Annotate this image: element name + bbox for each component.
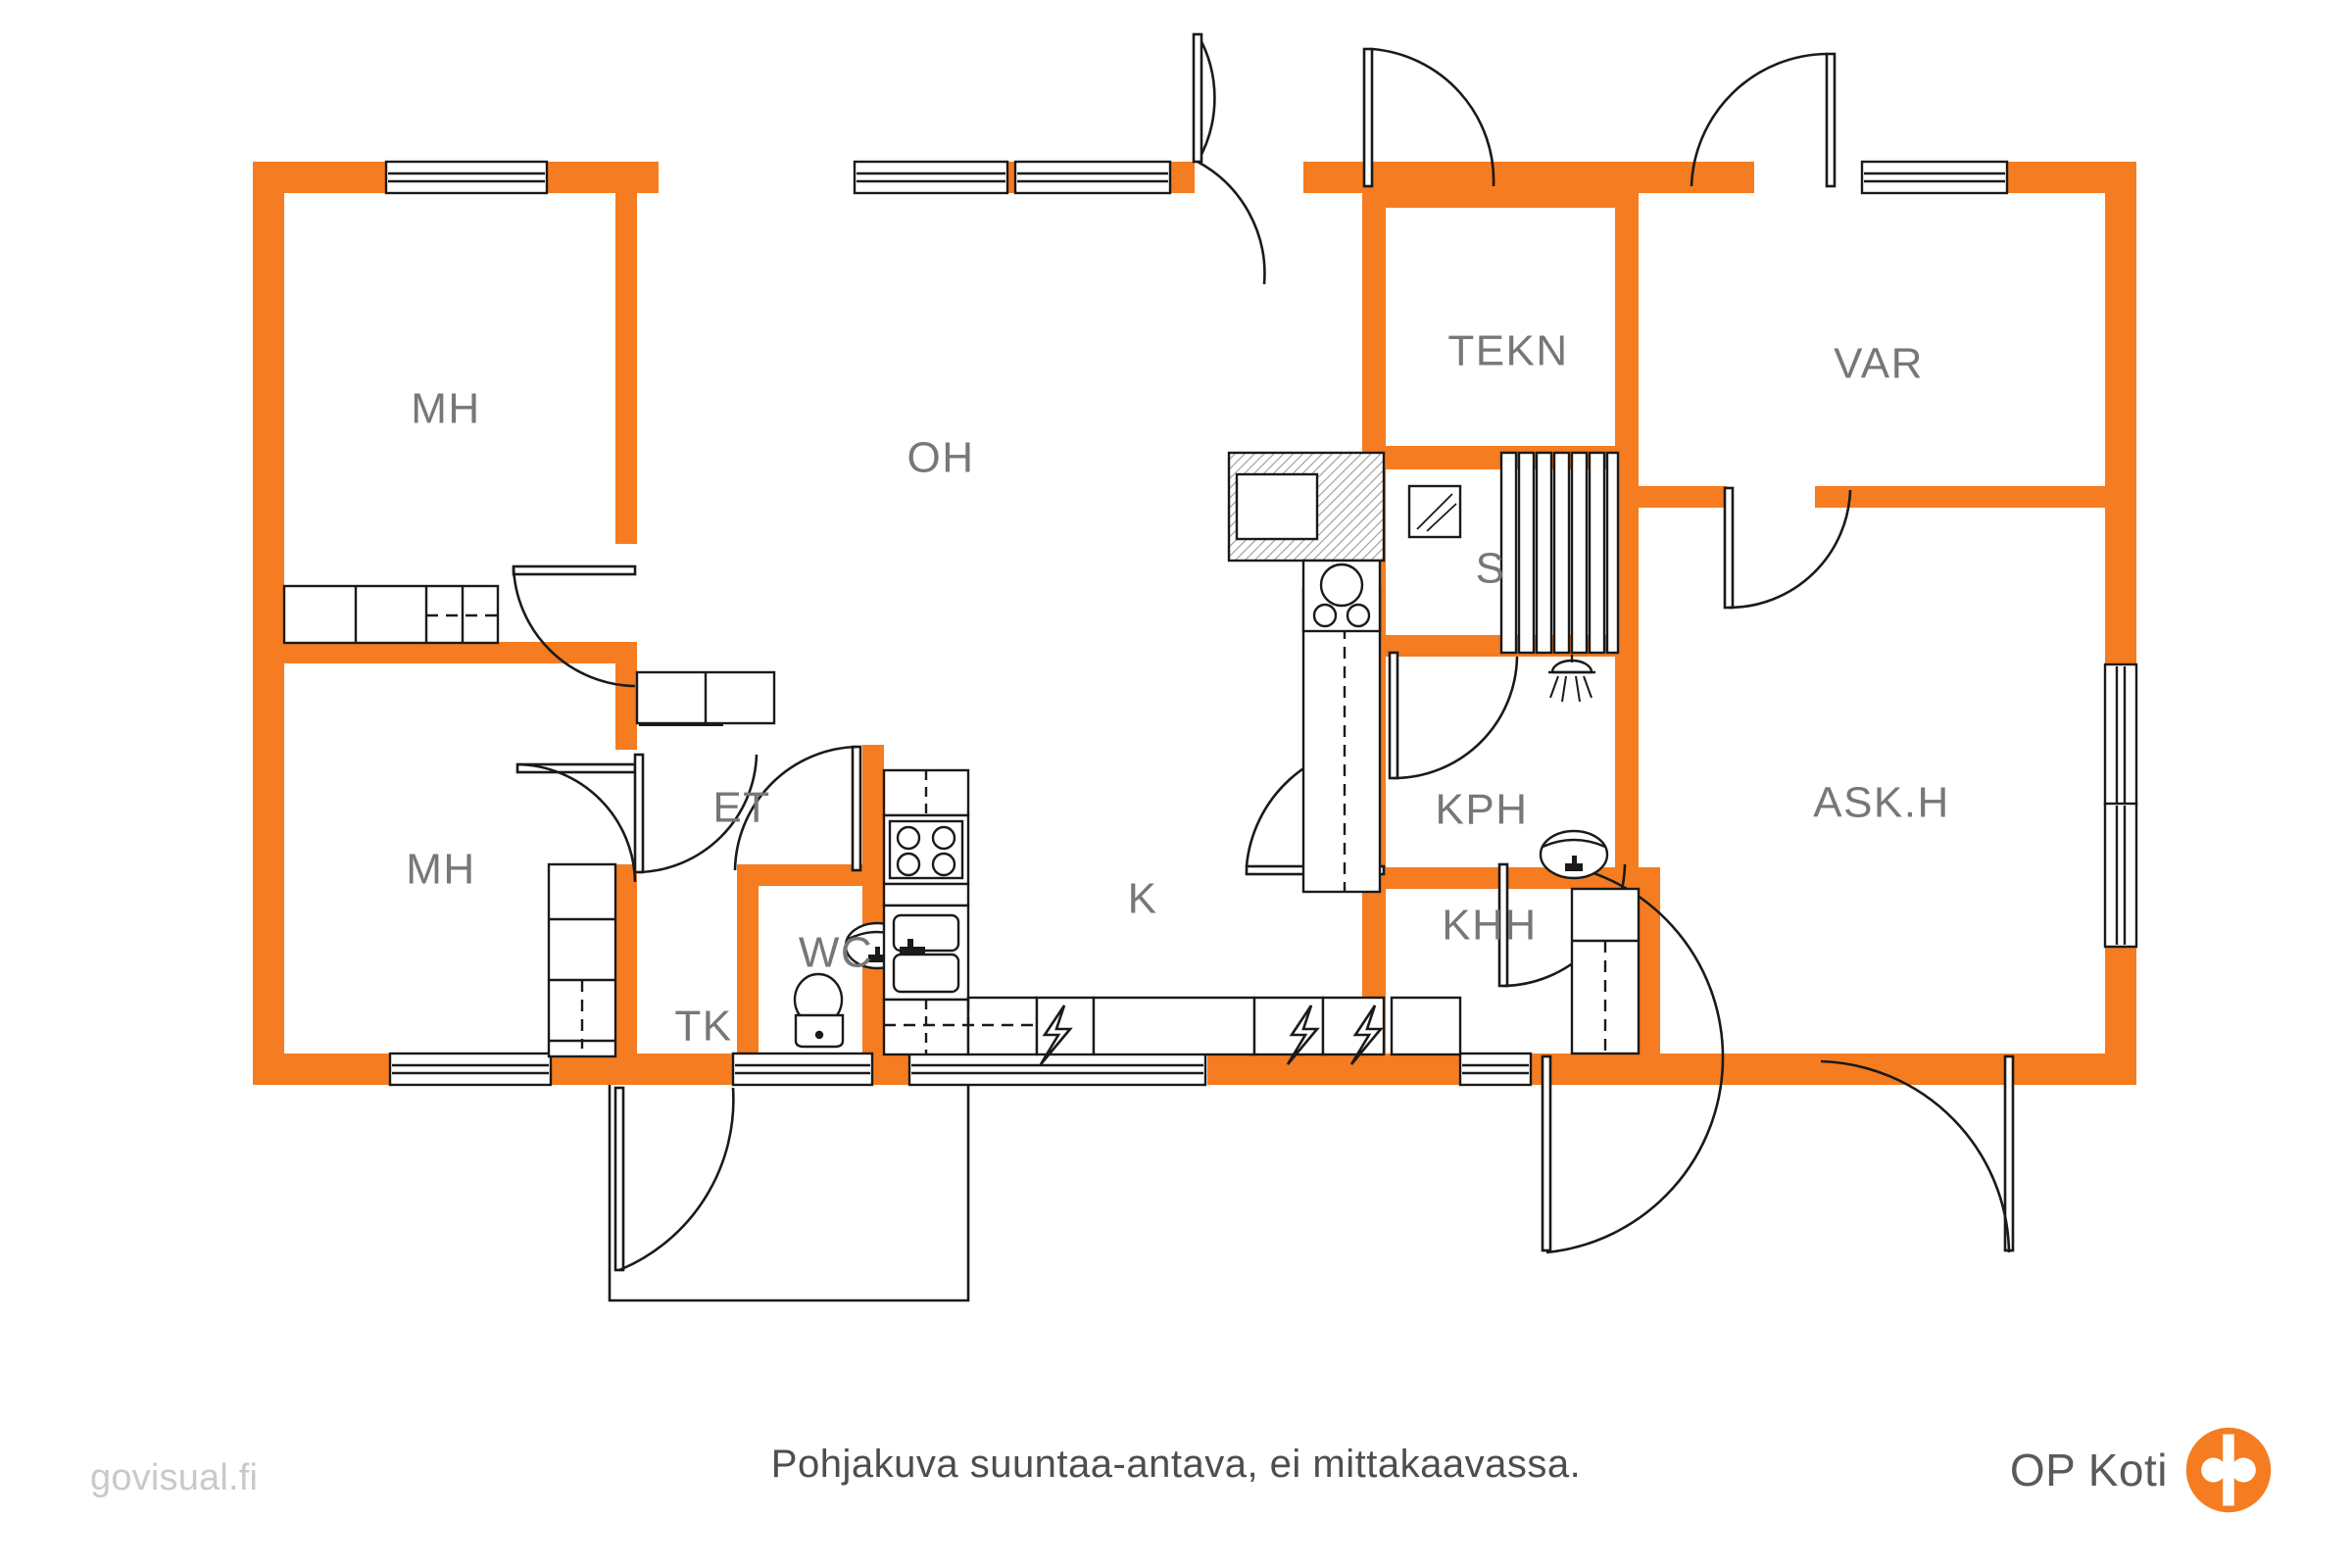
window-top-3: [1013, 160, 1172, 195]
stove-cooktop: [882, 813, 970, 886]
fireplace-hearth: [1227, 451, 1386, 563]
kitchen-counter-lower-left: [882, 998, 970, 1056]
porch-outline: [608, 1085, 970, 1302]
door-wc: [733, 745, 862, 872]
fridge-column: [1301, 586, 1382, 894]
door-tk: [633, 753, 759, 874]
plan-caption: Pohjakuva suuntaa-antava, ei mittakaavas…: [770, 1443, 1582, 1486]
cabinet-khh: [1570, 887, 1641, 1055]
fixture-group: [282, 451, 1641, 1065]
wardrobe-mh-bottom: [547, 862, 617, 1058]
room-label-mh-bottom: MH: [406, 846, 475, 894]
brand-name: OP Koti: [2009, 1445, 2168, 1495]
room-label-tekn: TEKN: [1447, 327, 1568, 375]
room-label-oh: OH: [907, 434, 975, 482]
room-label-askh: ASK.H: [1813, 779, 1950, 827]
window-bottom-3: [907, 1052, 1207, 1087]
window-right-2: [2103, 802, 2138, 949]
kitchen-sink: [882, 904, 970, 1002]
door-sauna: [1388, 651, 1519, 780]
room-label-k: K: [1128, 875, 1158, 923]
cabinet-et: [635, 670, 776, 726]
window-top-2: [853, 160, 1009, 195]
door-oh-top: [1192, 32, 1266, 285]
window-top-4: [1860, 160, 2009, 195]
shower-head-icon: [1548, 655, 1595, 703]
door-front-entry: [613, 1086, 735, 1272]
room-label-khh: KHH: [1442, 902, 1537, 950]
window-bottom-4: [1458, 1052, 1533, 1087]
brand-op-koti: OP Koti: [2010, 1423, 2276, 1517]
door-var-askh: [1723, 486, 1852, 610]
hearth-hob: [1301, 559, 1382, 633]
window-group: [384, 160, 2138, 1087]
room-label-et: ET: [712, 784, 770, 832]
door-group: [512, 32, 2015, 1272]
window-bottom-2: [731, 1052, 874, 1087]
watermark-govisual: govisual.fi: [90, 1457, 259, 1498]
room-label-var: VAR: [1834, 340, 1924, 388]
door-tekn-top: [1362, 47, 1495, 188]
kitchen-tall-cabinet: [882, 768, 970, 817]
room-label-group: MH MH OH ET TK WC K TEKN S KPH KHH VAR A…: [406, 327, 1950, 1051]
washbasin-kph: [1539, 829, 1609, 880]
room-label-tk: TK: [674, 1003, 732, 1051]
appliance-bolt-icons: [1039, 1004, 1384, 1065]
sauna-benches: [1499, 451, 1620, 655]
room-label-kph: KPH: [1436, 786, 1529, 834]
kitchen-counter-left: [882, 882, 970, 907]
room-label-wc: WC: [799, 929, 873, 977]
kitchen-base-run: [884, 996, 1462, 1056]
op-logo-icon: [2185, 1427, 2272, 1513]
door-mh-top: [512, 564, 637, 688]
window-right-1: [2103, 662, 2138, 808]
door-var-top: [1690, 52, 1837, 188]
room-label-s: S: [1476, 545, 1506, 593]
door-askh-bottom: [1820, 1054, 2015, 1253]
window-bottom-1: [388, 1052, 553, 1087]
wall-group: [253, 162, 2136, 1085]
sauna-window-icon: [1407, 484, 1462, 539]
window-top-1: [384, 160, 549, 195]
toilet-wc: [793, 972, 845, 1049]
wardrobe-mh-top: [282, 584, 500, 645]
room-label-mh-top: MH: [411, 385, 480, 433]
